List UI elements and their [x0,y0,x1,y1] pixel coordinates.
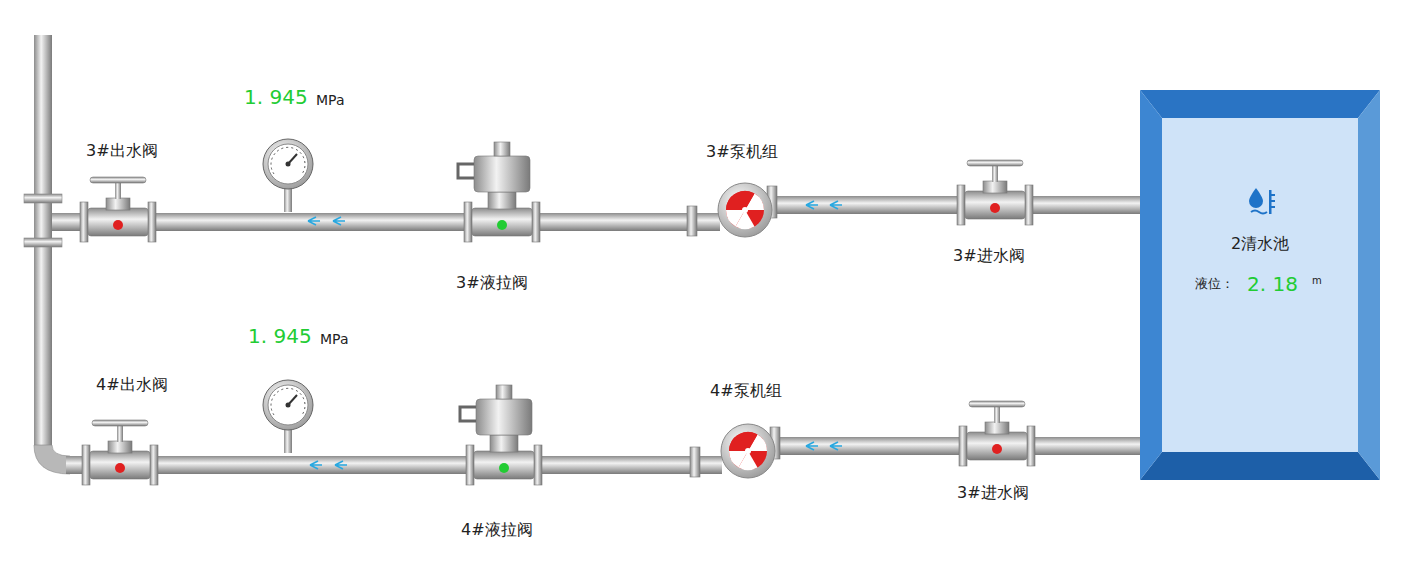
valve-label: 4#液拉阀 [461,521,533,539]
level-unit: m [1312,275,1322,286]
valve-label: 3#进水阀 [953,247,1025,265]
pressure-value: 1. 945 [248,325,312,347]
pump-label: 3#泵机组 [706,143,778,161]
water-tank: 2清水池液位： 2. 18 m [1140,90,1380,480]
valve-label: 4#出水阀 [96,376,168,394]
level-label: 液位： [1195,277,1234,291]
valve-label: 3#液拉阀 [456,274,528,292]
level-value: 2. 18 [1247,273,1298,295]
valve-label: 3#出水阀 [86,142,158,160]
pressure-unit: MPa [320,332,348,347]
pressure-unit: MPa [316,93,344,108]
valve-label: 3#进水阀 [957,484,1029,502]
tank-name: 2清水池 [1231,235,1289,253]
pump-label: 4#泵机组 [710,382,782,400]
pressure-value: 1. 945 [244,86,308,108]
